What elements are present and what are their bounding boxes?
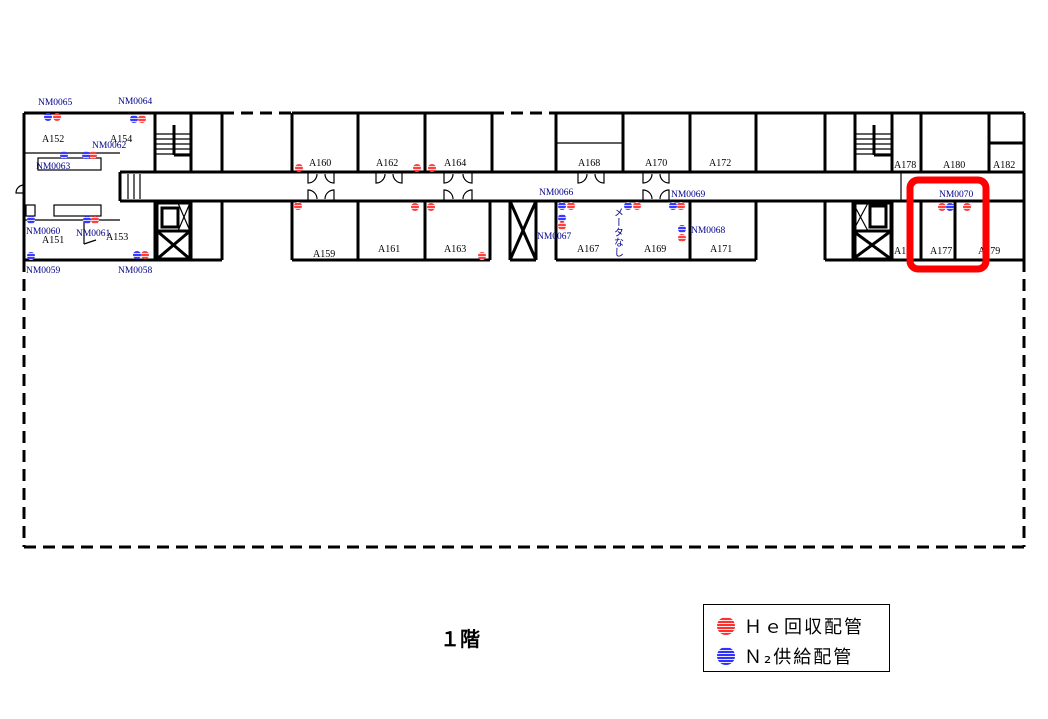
room-label: A163 (444, 244, 466, 255)
meter-label: NM0063 (36, 162, 71, 172)
he-pipe-marker (53, 113, 61, 121)
he-pipe-marker (89, 151, 97, 159)
n2-pipe-marker (946, 203, 954, 211)
n2-pipe-marker (60, 151, 68, 159)
he-pipe-marker (567, 202, 575, 210)
room-label: A177 (930, 246, 952, 257)
meter-label: NM0064 (118, 97, 153, 107)
he-pipe-marker (413, 164, 421, 172)
room-label: A154 (110, 134, 132, 145)
doors (307, 173, 670, 200)
middle-right-rooms (554, 113, 827, 260)
highlight-box (906, 176, 990, 273)
middle-shaft (508, 200, 538, 261)
legend-n2-label: Ｎ₂供給配管 (744, 647, 854, 668)
n2-pipe-marker (678, 225, 686, 233)
he-pipe-marker (411, 203, 419, 211)
room-label: A180 (943, 160, 965, 171)
n2-pipe-marker (558, 202, 566, 210)
he-pipe-marker (138, 115, 146, 123)
room-label: A178 (894, 160, 916, 171)
he-marker-icon (717, 617, 735, 635)
room-label: A170 (645, 158, 667, 169)
he-pipe-marker (478, 252, 486, 260)
meter-label: NM0067 (537, 232, 572, 242)
right-stairs (855, 125, 892, 157)
n2-pipe-marker (133, 251, 141, 259)
meter-label: NM0069 (671, 190, 706, 200)
room-labels: A152 A154 A151 A153 A160 A162 A164 A168 … (42, 134, 1015, 260)
meter-label: NM0065 (38, 98, 73, 108)
room-label: A152 (42, 134, 64, 145)
he-pipe-marker (141, 251, 149, 259)
room-label: A164 (444, 158, 466, 169)
he-pipe-marker (91, 216, 99, 224)
room-label: A167 (577, 244, 599, 255)
legend-he-label: Ｈｅ回収配管 (744, 617, 864, 638)
room-label: A160 (309, 158, 331, 169)
meter-label: NM0059 (26, 266, 61, 276)
n2-pipe-marker (44, 113, 52, 121)
he-pipe-marker (677, 202, 685, 210)
meter-label: NM0070 (939, 190, 974, 200)
room-label: A172 (709, 158, 731, 169)
legend: Ｈｅ回収配管 Ｎ₂供給配管 (703, 604, 890, 672)
he-pipe-marker (428, 164, 436, 172)
n2-pipe-marker (624, 202, 632, 210)
room-label: A182 (993, 160, 1015, 171)
no-meter-note: メータなし (612, 207, 624, 257)
n2-pipe-marker (27, 252, 35, 260)
room-label: A169 (644, 244, 666, 255)
room-label: A162 (376, 158, 398, 169)
meter-label: NM0060 (26, 227, 61, 237)
meter-label: NM0058 (118, 266, 153, 276)
he-pipe-marker (427, 203, 435, 211)
room-label: A161 (378, 244, 400, 255)
he-pipe-marker (633, 202, 641, 210)
left-block (15, 113, 224, 260)
legend-n2-row: Ｎ₂供給配管 (716, 643, 853, 669)
he-pipe-marker (558, 222, 566, 230)
room-label: A151 (42, 235, 64, 246)
building-outline (22, 111, 1026, 549)
room-label: A168 (578, 158, 600, 169)
legend-he-row: Ｈｅ回収配管 (716, 613, 864, 639)
n2-pipe-marker (82, 151, 90, 159)
room-label: A159 (313, 249, 335, 260)
room-label: A1 (894, 246, 906, 257)
right-elevator (851, 201, 893, 261)
meter-labels: NM0065 NM0064 NM0062 NM0063 NM0060 NM006… (26, 97, 974, 276)
n2-marker-icon (717, 647, 735, 665)
meter-label: NM0066 (539, 188, 574, 198)
left-elevator (155, 201, 192, 261)
he-pipe-marker (295, 164, 303, 172)
n2-pipe-marker (558, 214, 566, 222)
he-pipe-marker (963, 203, 971, 211)
n2-markers (27, 113, 954, 260)
he-pipe-marker (294, 202, 302, 210)
corridor (118, 170, 1024, 203)
meter-label: NM0061 (76, 229, 111, 239)
floor-label: １階 (440, 627, 480, 651)
room-label: A153 (106, 232, 128, 243)
left-stairs (155, 125, 191, 157)
n2-pipe-marker (83, 216, 91, 224)
he-pipe-marker (678, 234, 686, 242)
meter-label: NM0062 (92, 141, 127, 151)
room-label: A171 (710, 244, 732, 255)
meter-label: NM0068 (691, 226, 726, 236)
n2-pipe-marker (669, 202, 677, 210)
middle-left-rooms (290, 113, 494, 260)
he-markers (53, 113, 971, 260)
he-pipe-marker (938, 203, 946, 211)
n2-pipe-marker (27, 216, 35, 224)
n2-pipe-marker (130, 115, 138, 123)
